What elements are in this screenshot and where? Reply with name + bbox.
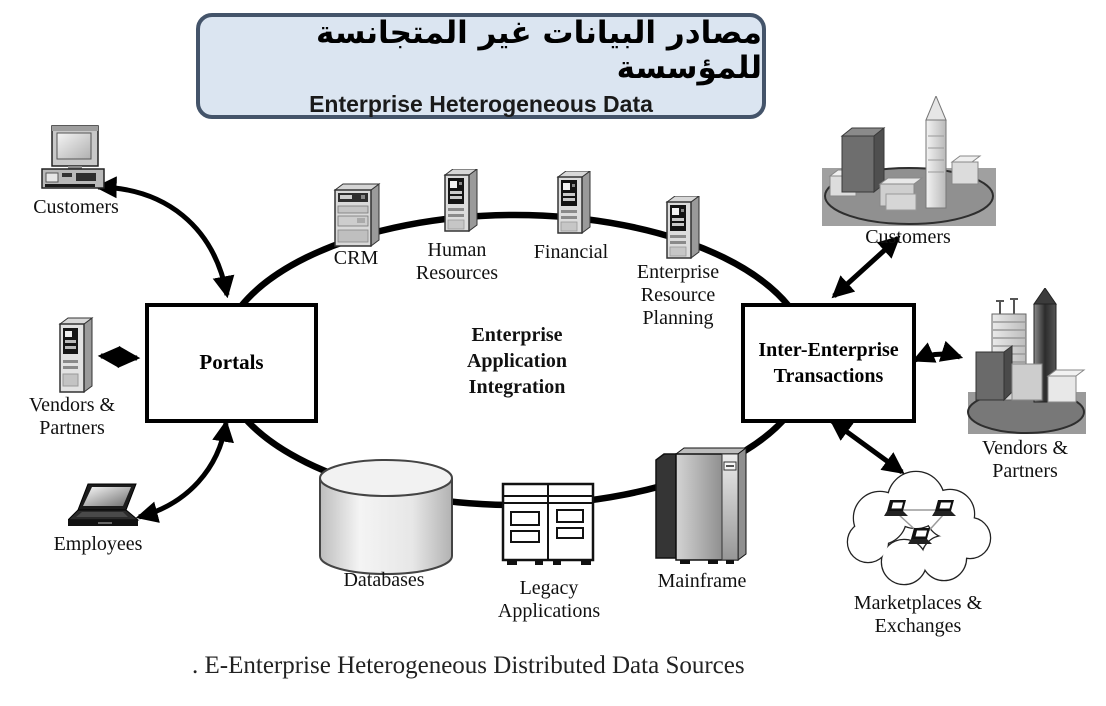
human-resources-label: Human Resources (415, 239, 499, 284)
title-box: مصادر البيانات غير المتجانسة للمؤسسة Ent… (196, 13, 766, 119)
crm-label: CRM (333, 247, 379, 269)
employees-laptop-icon (68, 482, 154, 534)
crm-server-icon (331, 182, 381, 248)
customers-left-label: Customers (33, 196, 119, 218)
figure-caption: . E-Enterprise Heterogeneous Distributed… (192, 652, 745, 679)
legacy-applications-icon (501, 482, 599, 578)
portals-label: Portals (199, 350, 264, 375)
vendors-partners-right-label: Vendors & Partners (981, 437, 1069, 482)
financial-server-icon (554, 171, 592, 237)
marketplaces-cloud-icon (838, 466, 996, 588)
vendors-server-icon (54, 316, 96, 396)
vendors-partners-left-label: Vendors & Partners (28, 394, 116, 439)
mainframe-label: Mainframe (657, 570, 747, 592)
arrow-customers-interenterprise (831, 235, 901, 299)
vendors-city-icon (962, 288, 1092, 436)
inter-enterprise-label: Inter-Enterprise Transactions (758, 339, 899, 387)
arrow-employees-portals (135, 419, 234, 523)
arrow-customers-portals (94, 176, 235, 299)
inter-enterprise-box: Inter-Enterprise Transactions (741, 303, 916, 423)
databases-label: Databases (343, 569, 425, 591)
mainframe-icon (654, 446, 752, 574)
employees-label: Employees (53, 533, 143, 555)
erp-label: Enterprise Resource Planning (636, 261, 720, 329)
customers-city-icon (820, 96, 1000, 232)
english-title: Enterprise Heterogeneous Data (309, 90, 653, 117)
portals-box: Portals (145, 303, 318, 423)
arrow-marketplaces-interenterprise (829, 418, 905, 475)
arabic-title: مصادر البيانات غير المتجانسة للمؤسسة (316, 15, 762, 86)
marketplaces-label: Marketplaces & Exchanges (853, 592, 983, 637)
financial-label: Financial (533, 241, 609, 263)
databases-cylinder-icon (316, 454, 456, 580)
customers-right-label: Customers (865, 226, 951, 248)
arrow-vendors-portals (97, 345, 141, 369)
customers-desktop-icon (40, 124, 112, 194)
eai-center-label: Enterprise Application Integration (466, 324, 568, 398)
erp-server-icon (663, 196, 701, 262)
hr-server-icon (441, 169, 479, 235)
arrow-vendors-interenterprise (911, 340, 964, 363)
legacy-applications-label: Legacy Applications (497, 577, 601, 622)
